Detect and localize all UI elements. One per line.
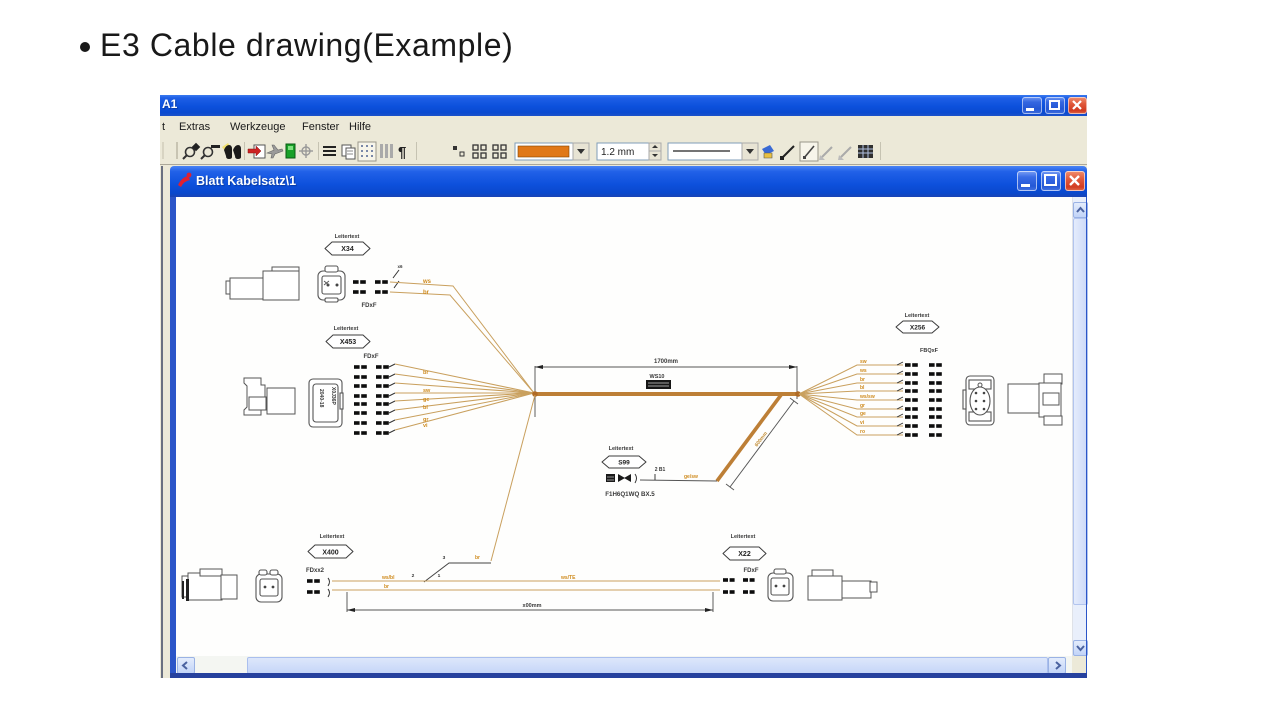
svg-text:vi: vi [860,420,865,426]
svg-text:br: br [423,290,430,296]
svg-text:2: 2 [412,573,415,579]
svg-text:FDxF: FDxF [744,568,759,574]
svg-text:Leitertext: Leitertext [334,326,359,332]
svg-text:sw: sw [860,359,867,365]
svg-text:ws/TE: ws/TE [560,575,576,581]
svg-text:FBQxF: FBQxF [920,348,939,354]
svg-text:ws/sw: ws/sw [859,394,875,400]
svg-text:Leitertext: Leitertext [731,534,756,540]
svg-text:Leitertext: Leitertext [905,313,930,319]
svg-text:X453: X453 [340,339,356,346]
svg-text:F1H6Q1WQ BX.5: F1H6Q1WQ BX.5 [605,491,655,498]
svg-text:ws/bl: ws/bl [381,575,395,581]
svg-text:2040-18: 2040-18 [318,389,324,408]
svg-text:X400: X400 [322,550,338,557]
svg-text:2 B1: 2 B1 [655,467,666,473]
svg-text:FDxx2: FDxx2 [306,568,325,574]
svg-text:vi: vi [423,423,428,429]
svg-text:x00mm: x00mm [523,603,542,609]
svg-text:br: br [423,370,429,376]
svg-text:1: 1 [438,573,441,579]
svg-text:sw: sw [423,388,431,394]
svg-text:ro: ro [860,429,865,435]
svg-text:600mm: 600mm [754,430,769,448]
svg-text:ge: ge [860,411,866,417]
svg-text:br: br [384,584,389,590]
svg-text:X34: X34 [341,246,354,253]
svg-text:WS10: WS10 [650,374,665,380]
svg-text:gr: gr [423,417,429,423]
svg-text:X22: X22 [738,551,751,558]
svg-text:gr: gr [860,403,865,409]
svg-text:br: br [860,377,865,383]
svg-text:Leitertext: Leitertext [609,446,634,452]
svg-text:ws: ws [422,279,432,285]
svg-text:ws: ws [859,368,867,374]
svg-text:S99: S99 [618,459,630,466]
svg-text:bl: bl [860,385,865,391]
svg-text:3: 3 [443,555,446,561]
svg-text:ge/sw: ge/sw [684,474,698,480]
svg-text:1700mm: 1700mm [654,359,678,365]
svg-text:X256: X256 [910,324,926,331]
svg-text:X0J36P: X0J36P [330,387,336,405]
svg-text:Leitertext: Leitertext [320,534,345,540]
svg-text:ge: ge [423,397,429,403]
svg-text:1.2 mm: 1.2 mm [601,147,634,158]
svg-text:FDxF: FDxF [364,354,379,360]
svg-text:¶: ¶ [398,144,406,161]
svg-text:Leitertext: Leitertext [335,234,360,240]
svg-text:br: br [475,555,480,561]
svg-text:x6: x6 [397,264,403,269]
svg-text:FDxF: FDxF [362,303,377,309]
svg-text:bl: bl [423,405,428,411]
